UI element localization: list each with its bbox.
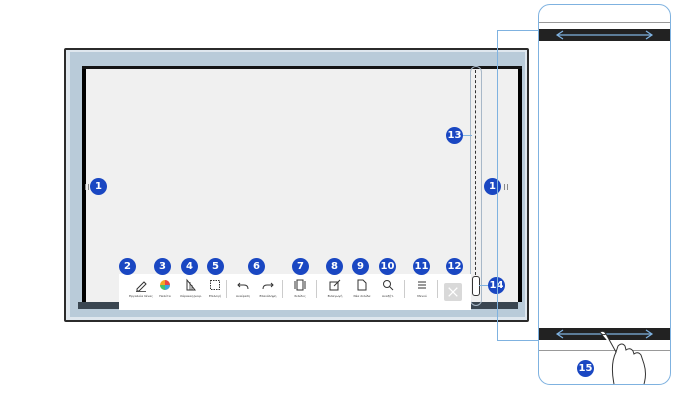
callout-badge-6: 6: [248, 258, 265, 275]
import-icon: [329, 279, 341, 291]
panel-bottom-divider: [539, 350, 670, 351]
canvas-top-border: [82, 66, 522, 69]
redo-icon: [262, 282, 274, 290]
ruler-icon: [186, 278, 197, 291]
side-scroll-strip[interactable]: [470, 66, 482, 306]
toolbar-separator: [437, 280, 438, 298]
toolbar-separator: [404, 280, 405, 298]
hand-swipe-icon: [599, 330, 646, 385]
tool-menu-label: Μενού: [417, 294, 427, 298]
tool-ruler[interactable]: Χάρακας/μοιρ.: [176, 278, 206, 308]
callout-badge-14: 14: [488, 277, 505, 294]
scroll-guide-line: [475, 70, 476, 280]
tool-ruler-label: Χάρακας/μοιρ.: [179, 294, 203, 298]
tool-pages[interactable]: Σελίδες: [285, 278, 315, 308]
new-page-icon: [357, 279, 367, 291]
tool-import-label: Εισαγωγή: [327, 294, 343, 298]
tool-import[interactable]: Εισαγωγή: [320, 278, 350, 308]
pages-icon: [294, 279, 306, 291]
callout-badge-12: 12: [446, 258, 463, 275]
callout-badge-9: 9: [352, 258, 369, 275]
toolbar-separator: [282, 280, 283, 298]
callout-badge-5: 5: [207, 258, 224, 275]
tool-palette-label: Παλέτα: [159, 294, 171, 298]
tool-redo-label: Επανάληψη: [259, 294, 277, 298]
palette-icon: [160, 280, 170, 290]
connector-vertical: [497, 30, 498, 340]
toolbar-separator: [316, 280, 317, 298]
tool-pen-label: Εργαλεία πένας: [129, 294, 153, 298]
right-edge-handle[interactable]: [504, 184, 508, 190]
callout-line-13: [462, 135, 472, 136]
tool-search[interactable]: Αναζήτ.: [373, 278, 403, 308]
left-edge-handle[interactable]: [85, 184, 89, 190]
callout-badge-left-edge: 1: [90, 178, 107, 195]
callout-badge-right-edge: 1: [484, 178, 501, 195]
tool-pen[interactable]: Εργαλεία πένας: [126, 278, 156, 308]
close-icon: [448, 287, 458, 297]
callout-badge-8: 8: [326, 258, 343, 275]
tool-undo[interactable]: Αναίρεση: [228, 278, 258, 308]
scroll-handle[interactable]: [472, 276, 480, 296]
tool-menu[interactable]: Μενού: [407, 278, 437, 308]
bottom-toolbar: [119, 274, 471, 310]
callout-badge-4: 4: [181, 258, 198, 275]
callout-badge-11: 11: [413, 258, 430, 275]
tool-new-page[interactable]: Νέα σελίδα: [347, 278, 377, 308]
undo-icon: [237, 282, 249, 290]
close-toolbar-button[interactable]: [444, 283, 462, 301]
panel-top-divider: [539, 22, 670, 23]
pen-icon: [136, 281, 147, 292]
detail-panel: [538, 4, 671, 385]
search-icon: [383, 280, 394, 291]
toolbar-separator: [226, 280, 227, 298]
tool-new-page-label: Νέα σελίδα: [353, 294, 371, 298]
callout-badge-2: 2: [119, 258, 136, 275]
tool-undo-label: Αναίρεση: [235, 294, 251, 298]
menu-icon: [418, 281, 426, 289]
callout-badge-13: 13: [446, 127, 463, 144]
connector-top: [497, 30, 539, 31]
double-arrow-icon: [555, 30, 654, 40]
callout-badge-10: 10: [379, 258, 396, 275]
select-icon: [210, 280, 220, 290]
tool-select[interactable]: Επιλογή: [200, 278, 230, 308]
callout-line-14: [479, 285, 489, 286]
tool-pages-label: Σελίδες: [294, 294, 306, 298]
callout-badge-3: 3: [154, 258, 171, 275]
callout-badge-7: 7: [292, 258, 309, 275]
tool-search-label: Αναζήτ.: [382, 294, 394, 298]
callout-badge-15: 15: [577, 360, 594, 377]
connector-bottom: [497, 340, 539, 341]
tool-palette[interactable]: Παλέτα: [150, 278, 180, 308]
tool-select-label: Επιλογή: [208, 294, 221, 298]
tool-redo[interactable]: Επανάληψη: [253, 278, 283, 308]
